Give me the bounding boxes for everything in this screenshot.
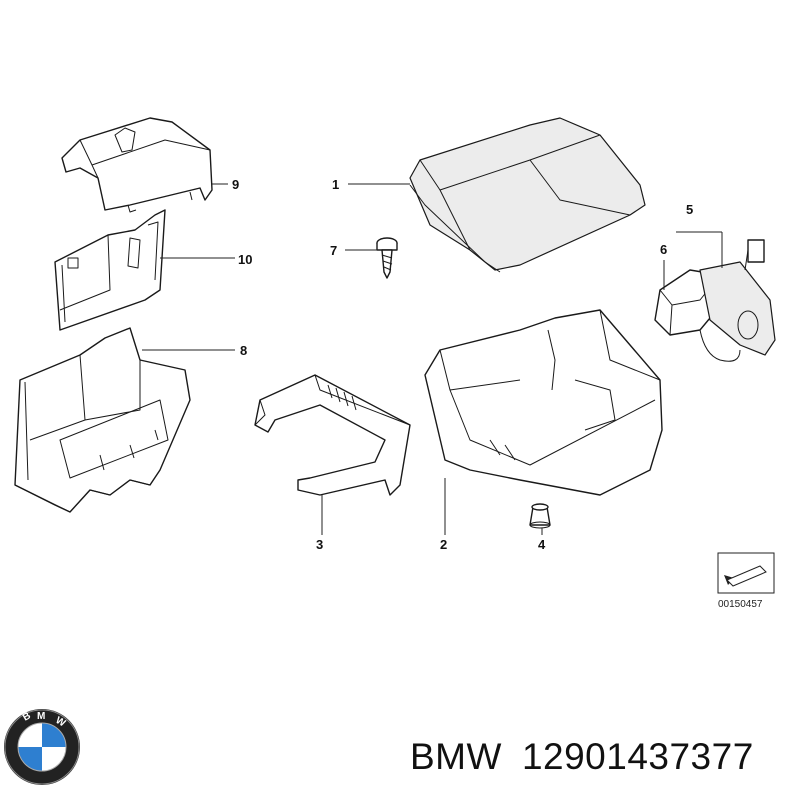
callout-7: 7: [330, 243, 337, 258]
callout-2: 2: [440, 537, 447, 552]
callout-8: 8: [240, 343, 247, 358]
bmw-logo: B M W: [4, 709, 80, 785]
part-10-panel: [54, 209, 166, 331]
part-7-screw: [376, 237, 398, 279]
callout-5: 5: [686, 202, 693, 217]
reference-code: 00150457: [718, 599, 763, 610]
callout-3: 3: [316, 537, 323, 552]
callout-10: 10: [238, 252, 252, 267]
reference-box: 00150457: [717, 552, 775, 610]
part-4-grommet: [529, 503, 551, 529]
part-9-bracket: [61, 117, 213, 213]
callout-6: 6: [660, 242, 667, 257]
svg-text:M: M: [37, 711, 45, 722]
part-caption: BMW 12901437377: [410, 736, 774, 778]
part-5-6-connector: [654, 239, 776, 362]
callout-9: 9: [232, 177, 239, 192]
part-number: 12901437377: [521, 736, 754, 777]
leader-lines: [142, 183, 723, 535]
part-3-clip: [254, 374, 411, 496]
part-1-cover: [409, 117, 646, 273]
callout-4: 4: [538, 537, 546, 552]
part-2-box: [424, 309, 663, 496]
brand-name: BMW: [410, 736, 502, 777]
svg-text:B: B: [21, 710, 33, 723]
callout-1: 1: [332, 177, 339, 192]
part-8-tray: [14, 327, 191, 513]
callout-labels: 1 2 3 4 5 6 7 8 9 10: [232, 177, 693, 552]
